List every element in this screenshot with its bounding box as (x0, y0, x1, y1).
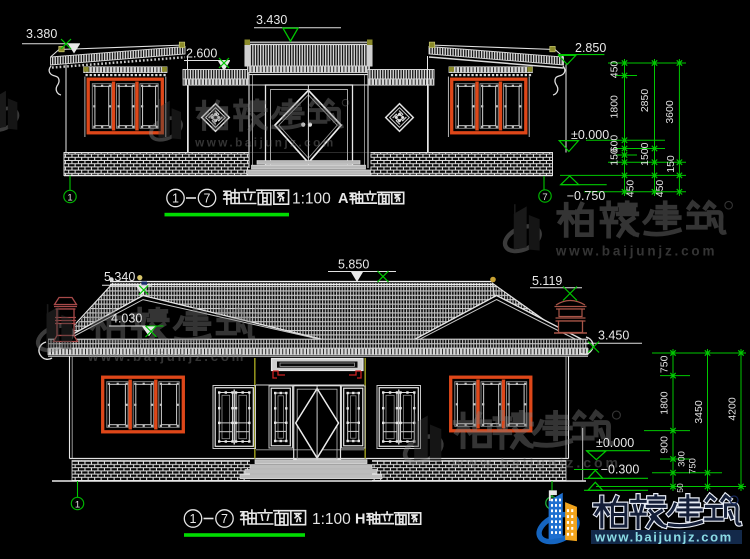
svg-text:−0.300: −0.300 (601, 463, 640, 477)
svg-text:750: 750 (688, 458, 699, 474)
svg-text:−0.750: −0.750 (567, 189, 606, 203)
svg-text:www.baijunjz.com: www.baijunjz.com (555, 243, 717, 258)
svg-text:A: A (338, 191, 349, 207)
svg-text:1: 1 (75, 500, 80, 511)
svg-text:7: 7 (221, 512, 228, 526)
svg-text:150: 150 (665, 155, 677, 173)
svg-text:4.030: 4.030 (111, 312, 142, 326)
svg-text:www.baijunjz.com: www.baijunjz.com (194, 136, 336, 149)
svg-text:3600: 3600 (664, 100, 676, 124)
svg-text:5.850: 5.850 (338, 258, 369, 272)
svg-text:www.baijunjz.com: www.baijunjz.com (594, 530, 733, 545)
svg-text:5.340: 5.340 (104, 270, 135, 284)
svg-text:150: 150 (609, 148, 621, 166)
svg-text:2.600: 2.600 (186, 47, 217, 61)
svg-text:1800: 1800 (609, 95, 621, 119)
svg-text:1:100: 1:100 (312, 511, 351, 528)
svg-text:1: 1 (67, 193, 72, 204)
svg-text:5.119: 5.119 (532, 274, 562, 288)
svg-text:300: 300 (677, 451, 688, 467)
svg-text:±0.000: ±0.000 (571, 128, 609, 142)
svg-text:www.baijunjz.com: www.baijunjz.com (87, 349, 246, 364)
svg-text:600: 600 (609, 135, 621, 153)
svg-text:7: 7 (204, 192, 211, 206)
svg-text:50: 50 (675, 483, 685, 493)
svg-text:3.380: 3.380 (26, 27, 57, 41)
svg-text:1: 1 (190, 512, 197, 526)
svg-text:1500: 1500 (639, 142, 651, 166)
svg-text:3450: 3450 (693, 400, 705, 424)
svg-text:www.baijunjz.com: www.baijunjz.com (451, 455, 621, 471)
svg-text:2850: 2850 (639, 89, 651, 113)
svg-text:2.850: 2.850 (575, 41, 606, 55)
svg-text:1800: 1800 (659, 391, 671, 415)
svg-text:H: H (355, 512, 365, 528)
svg-text:900: 900 (659, 436, 671, 454)
svg-text:4200: 4200 (727, 397, 739, 421)
svg-text:750: 750 (659, 355, 671, 373)
svg-text:450: 450 (609, 61, 621, 79)
svg-text:±0.000: ±0.000 (596, 436, 634, 450)
svg-text:3.430: 3.430 (256, 13, 287, 27)
svg-text:450: 450 (654, 180, 666, 198)
svg-text:450: 450 (625, 180, 637, 198)
svg-text:7: 7 (542, 192, 547, 203)
svg-text:3.450: 3.450 (598, 329, 629, 343)
svg-text:1: 1 (172, 192, 179, 206)
svg-text:1:100: 1:100 (292, 191, 331, 208)
